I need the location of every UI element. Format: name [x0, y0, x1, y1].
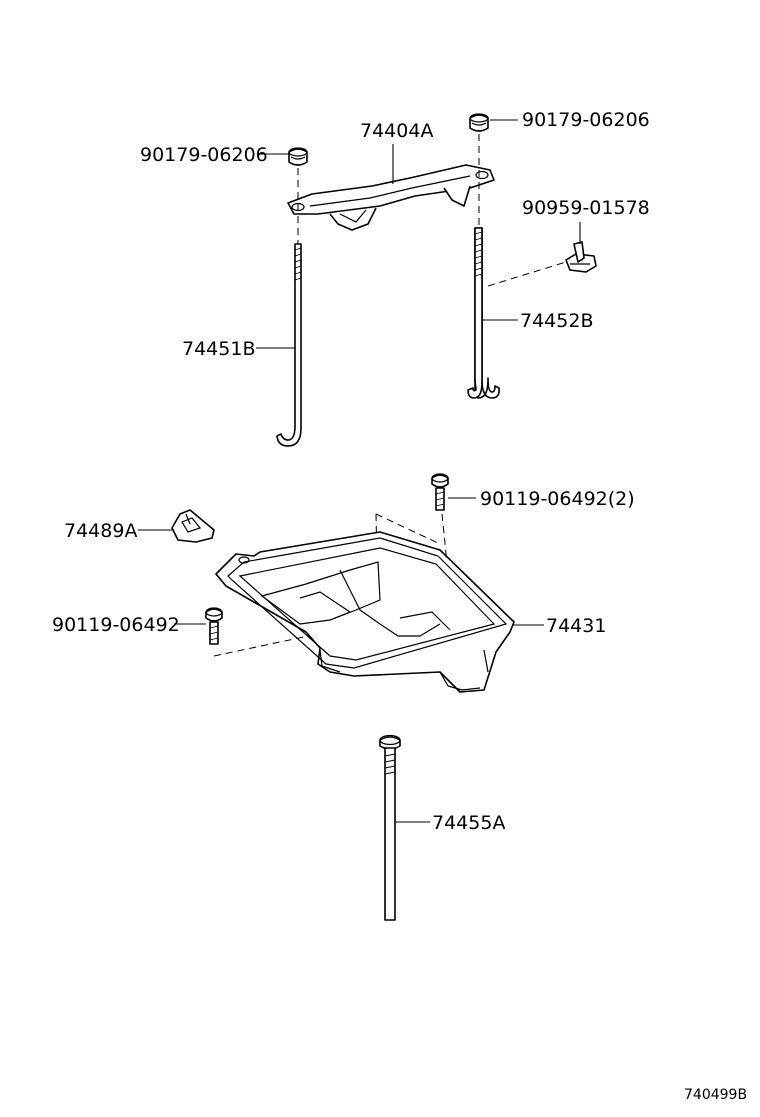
- nut-left: [288, 147, 308, 166]
- label-long-rod: 74455A: [432, 812, 505, 834]
- label-tray-bolt-top: 90119-06492(2): [480, 488, 635, 510]
- battery-tray: [215, 531, 515, 693]
- clip: [565, 241, 597, 273]
- label-nut-right: 90179-06206: [522, 109, 650, 131]
- label-tray-bolt-left: 90119-06492: [52, 614, 180, 636]
- label-clip: 90959-01578: [522, 197, 650, 219]
- holder: [171, 509, 215, 543]
- hook-rod-right: [467, 227, 500, 399]
- hook-rod-left: [276, 243, 302, 447]
- label-nut-left: 90179-06206: [140, 144, 268, 166]
- figure-reference: 740499B: [684, 1087, 747, 1103]
- label-rod-left: 74451B: [182, 338, 255, 360]
- long-rod: [379, 734, 401, 921]
- label-rod-right: 74452B: [520, 310, 593, 332]
- tray-bolt-top: [431, 473, 449, 511]
- nut-right: [469, 113, 489, 132]
- battery-clamp: [287, 164, 495, 231]
- tray-bolt-left: [205, 607, 223, 645]
- label-clamp: 74404A: [360, 120, 433, 142]
- label-tray: 74431: [546, 615, 606, 637]
- label-holder: 74489A: [64, 520, 137, 542]
